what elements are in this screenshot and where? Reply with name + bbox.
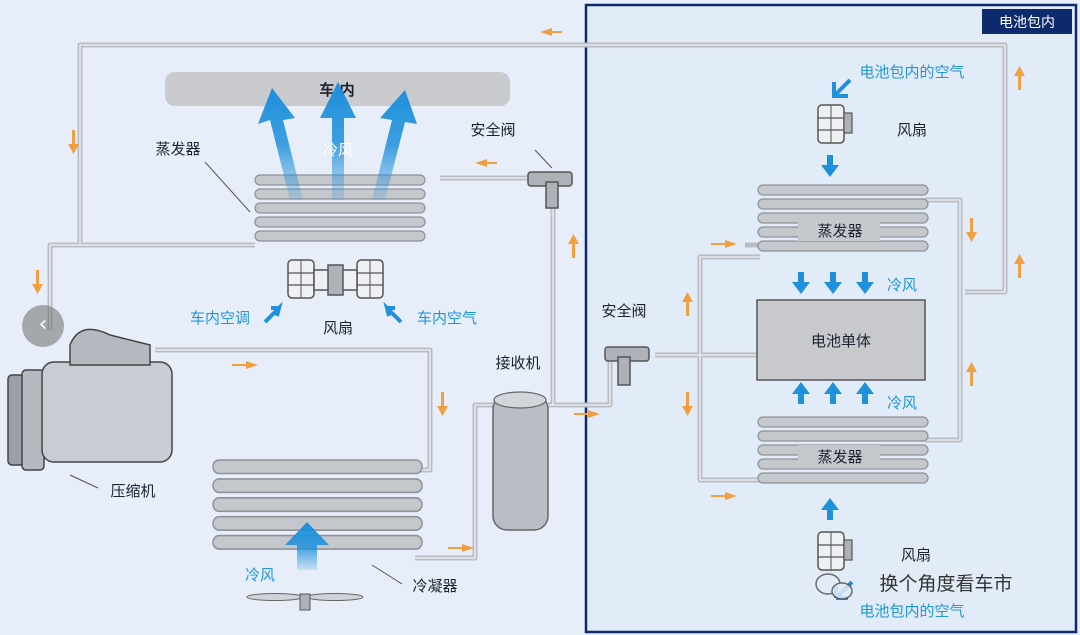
- flow-arrow-right-icon: [711, 240, 737, 248]
- car-safety-valve-label: 安全阀: [470, 121, 515, 139]
- flow-arrow-right-icon: [448, 544, 474, 552]
- car-ac-arrow-icon: [263, 301, 283, 324]
- battery-air-bottom-label: 电池包内的空气: [859, 602, 964, 620]
- receiver-label: 接收机: [495, 354, 540, 372]
- flow-arrows: [32, 28, 1025, 552]
- condenser-cold-air-arrow: [285, 522, 329, 570]
- flow-arrow-down-icon: [437, 392, 448, 416]
- battery-cell-label: 电池单体: [811, 332, 871, 350]
- battery-fan-top: [817, 104, 853, 144]
- battery-cell: [756, 299, 926, 381]
- battery-fan-up-arrow-icon: [821, 498, 839, 520]
- battery-cold-air-up-arrows: [792, 382, 874, 404]
- battery-fan-down-arrow-icon: [821, 155, 839, 177]
- compressor: [7, 328, 173, 471]
- battery-evaporator-top-label: 蒸发器: [817, 222, 862, 240]
- flow-arrow-right-icon: [711, 492, 737, 500]
- prev-image-button[interactable]: ‹: [22, 305, 64, 347]
- condenser-label: 冷凝器: [412, 577, 457, 595]
- wechat-icon: [815, 573, 853, 600]
- flow-arrow-up-icon: [1014, 254, 1025, 278]
- condenser-cold-air-label: 冷风: [245, 566, 275, 584]
- battery-fan-bottom-label: 风扇: [901, 546, 931, 564]
- flow-arrow-up-icon: [966, 362, 977, 386]
- flow-arrow-down-icon: [966, 218, 977, 242]
- car-air-arrow-icon: [383, 301, 403, 324]
- battery-cold-air-bottom-label: 冷风: [887, 394, 917, 412]
- car-cold-air-label: 冷风: [323, 141, 353, 159]
- battery-pack-tag: [982, 9, 1072, 34]
- flow-arrow-right-icon: [574, 410, 600, 418]
- receiver: [492, 391, 549, 531]
- cold-air-big-arrows: [258, 82, 417, 200]
- condenser-fan-icon: [246, 593, 364, 611]
- car-fan: [287, 259, 384, 299]
- watermark-text: 换个角度看车市: [879, 573, 1012, 595]
- car-evaporator-label: 蒸发器: [155, 140, 200, 158]
- battery-air-in-arrow-icon: [832, 78, 852, 98]
- flow-arrow-up-icon: [568, 234, 579, 258]
- flow-arrow-down-icon: [682, 392, 693, 416]
- battery-fan-bottom: [817, 531, 853, 571]
- car-ac-label: 车内空调: [190, 309, 250, 327]
- battery-evaporator-bottom-label: 蒸发器: [817, 448, 862, 466]
- chevron-left-icon: ‹: [38, 312, 48, 337]
- battery-evaporator-top: [757, 184, 929, 252]
- battery-safety-valve-label: 安全阀: [601, 302, 646, 320]
- battery-cold-air-top-label: 冷风: [887, 276, 917, 294]
- car-air-label: 车内空气: [417, 309, 477, 327]
- battery-safety-valve: [604, 346, 650, 386]
- battery-fan-top-label: 风扇: [897, 121, 927, 139]
- flow-arrow-left-icon: [475, 159, 497, 167]
- battery-cold-air-down-arrows: [792, 272, 874, 294]
- flow-arrow-right-icon: [232, 361, 258, 369]
- flow-arrow-up-icon: [1014, 66, 1025, 90]
- car-fan-label: 风扇: [323, 319, 353, 337]
- flow-arrow-down-icon: [68, 130, 79, 154]
- car-safety-valve: [527, 171, 573, 209]
- flow-arrow-up-icon: [682, 292, 693, 316]
- flow-arrow-down-icon: [32, 270, 43, 294]
- compressor-label: 压缩机: [110, 482, 155, 500]
- battery-pack-tag-label: 电池包内: [999, 15, 1055, 31]
- battery-air-top-label: 电池包内的空气: [859, 63, 964, 81]
- flow-arrow-left-icon: [540, 28, 562, 36]
